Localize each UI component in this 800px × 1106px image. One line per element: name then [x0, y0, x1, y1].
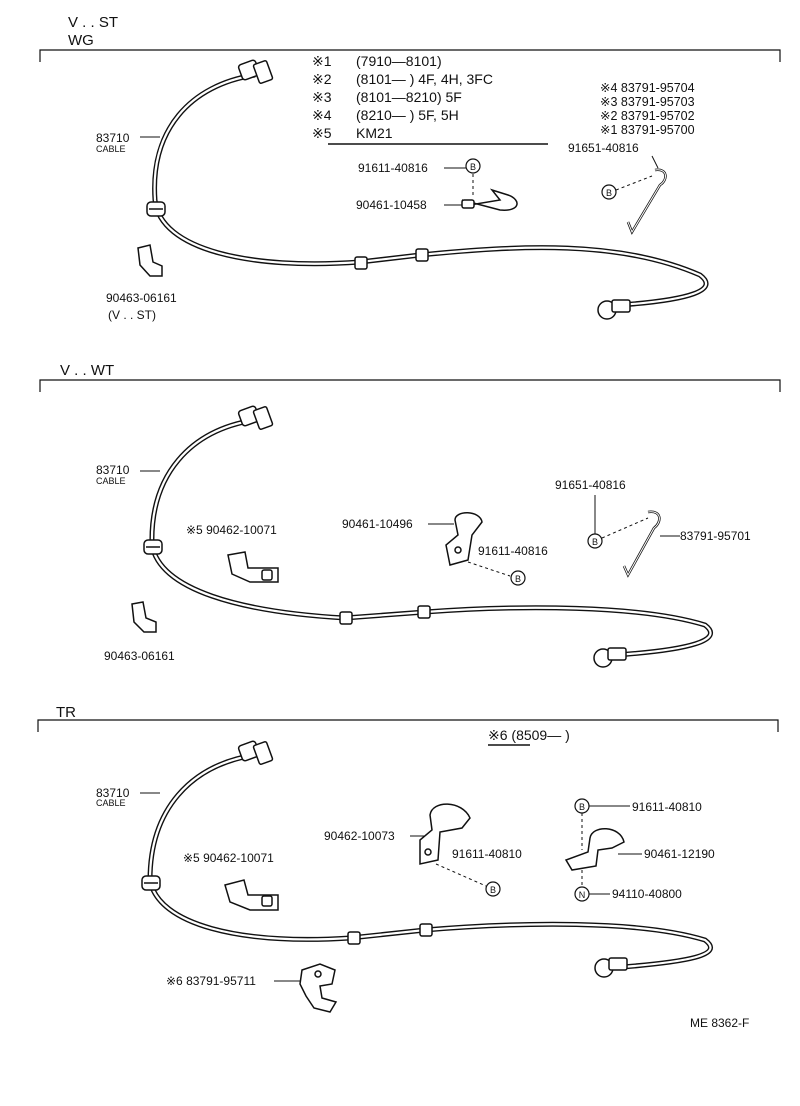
cable-end-fitting	[597, 299, 631, 320]
bolt-marker	[465, 158, 481, 174]
nut-letter: N	[579, 890, 586, 900]
nut-part-number: 94110-40800	[612, 887, 682, 901]
bracket-dash	[615, 175, 653, 191]
note-text: (8210— ) 5F, 5H	[356, 107, 459, 123]
section-title: V . . WT	[60, 362, 114, 379]
note-mark: ※1	[312, 53, 332, 69]
section-title-wg: WG	[68, 32, 94, 49]
bolt-letter: B	[515, 574, 521, 584]
bracket-83791	[626, 168, 667, 235]
cable-label: CABLE	[96, 798, 126, 808]
clamp-90462-part-number: ※5 90462-10071	[186, 523, 277, 537]
note-text: KM21	[356, 125, 393, 141]
bracket-bolt-part-number: 91651-40816	[568, 141, 639, 155]
clamp-90461-part-number: 90461-10496	[342, 517, 413, 531]
bolt-dash	[467, 561, 511, 577]
section-title: TR	[56, 704, 76, 721]
section-tr: TR ※6 (8509— ) 83710 CABLE ※5 90462-	[37, 704, 779, 1013]
bracket-bolt-marker	[587, 533, 603, 549]
clamp-90462-10071	[224, 879, 279, 911]
cable-end-fitting	[593, 647, 627, 668]
clip-90463	[131, 601, 157, 633]
bracket-83791-95711	[299, 963, 338, 1013]
note-mark: ※4	[312, 107, 332, 123]
cable-label: CABLE	[96, 476, 126, 486]
speedometer-cable	[149, 417, 713, 658]
bolt-marker	[510, 570, 526, 586]
section-vst-wg: V . . ST WG 83710 CABLE	[39, 14, 781, 322]
cable-part-number: 83710	[96, 131, 130, 145]
cable-grommet	[141, 875, 161, 891]
note-mark: ※5	[312, 125, 332, 141]
bracket-code: ※1 83791-95700	[600, 123, 695, 137]
note-text: (8101— ) 4F, 4H, 3FC	[356, 71, 493, 87]
clamp-90462	[227, 551, 279, 583]
section-bracket-line	[39, 379, 781, 392]
clip-90463	[137, 244, 163, 277]
clip-part-number: 90463-06161	[104, 649, 175, 663]
notes-block: ※1 (7910—8101) ※2 (8101— ) 4F, 4H, 3FC ※…	[312, 53, 548, 145]
note-text: (7910—8101)	[356, 53, 442, 69]
bracket-codes: ※4 83791-95704 ※3 83791-95703 ※2 83791-9…	[600, 81, 695, 137]
bolt-a-marker	[485, 881, 501, 897]
bracket-83791	[622, 510, 661, 578]
cable-part-number: 83710	[96, 463, 130, 477]
clamp-90462-10073-part-number: 90462-10073	[324, 829, 395, 843]
cable-top-connector	[237, 405, 274, 430]
clip-part-number: 90463-06161	[106, 291, 177, 305]
note-text: (8101—8210) 5F	[356, 89, 462, 105]
bracket-part-number: 83791-95701	[680, 529, 751, 543]
clip-note: (V . . ST)	[108, 308, 156, 322]
bracket-code: ※2 83791-95702	[600, 109, 695, 123]
bolt-letter: B	[470, 162, 476, 172]
note-mark: ※2	[312, 71, 332, 87]
section-bracket-line	[37, 719, 779, 732]
cable-grommet	[146, 201, 166, 217]
bolt-a-letter: B	[490, 885, 496, 895]
cable-label: CABLE	[96, 144, 126, 154]
cable-part-number: 83710	[96, 786, 130, 800]
clamp-90462-10071-part-number: ※5 90462-10071	[183, 851, 274, 865]
bracket-code: ※3 83791-95703	[600, 95, 695, 109]
clamp-90462-10073	[419, 803, 471, 865]
cable-end-fitting	[594, 957, 628, 978]
bracket-bolt-letter: B	[606, 188, 612, 198]
note-6: ※6 (8509— )	[488, 727, 570, 743]
bracket-bolt-letter: B	[592, 537, 598, 547]
cable-joint	[354, 248, 429, 270]
bracket-6-part-number: ※6 83791-95711	[166, 974, 256, 988]
clamp-90461	[461, 188, 518, 211]
cable-joint	[347, 923, 433, 945]
cable-grommet	[143, 539, 163, 555]
clamp-90461	[445, 512, 483, 566]
bracket-bolt-marker	[601, 184, 617, 200]
bolt-part-number: 91611-40816	[478, 544, 548, 558]
bolt-part-number: 91611-40816	[358, 161, 428, 175]
bracket-bolt-part-number: 91651-40816	[555, 478, 626, 492]
bolt-b-part-number: 91611-40810	[632, 800, 702, 814]
cable-top-connector	[237, 740, 274, 765]
drawing-code: ME 8362-F	[690, 1016, 749, 1030]
section-title-vst: V . . ST	[68, 14, 118, 31]
cable-top-connector	[237, 59, 274, 84]
section-vwt: V . . WT 83710 CABLE ※5 90462-10071	[39, 362, 781, 668]
cable-joint	[339, 605, 431, 625]
section-bracket-line	[39, 49, 781, 62]
bracket-leader	[651, 155, 659, 169]
bracket-code: ※4 83791-95704	[600, 81, 695, 95]
clamp-90461-12190	[564, 828, 625, 871]
clamp-part-number: 90461-10458	[356, 198, 427, 212]
bolt-a-dash	[435, 863, 487, 887]
bolt-b-letter: B	[579, 802, 585, 812]
clamp-b-part-number: 90461-12190	[644, 847, 715, 861]
note-mark: ※3	[312, 89, 332, 105]
bolt-a-part-number: 91611-40810	[452, 847, 522, 861]
bracket-dash	[601, 517, 649, 539]
